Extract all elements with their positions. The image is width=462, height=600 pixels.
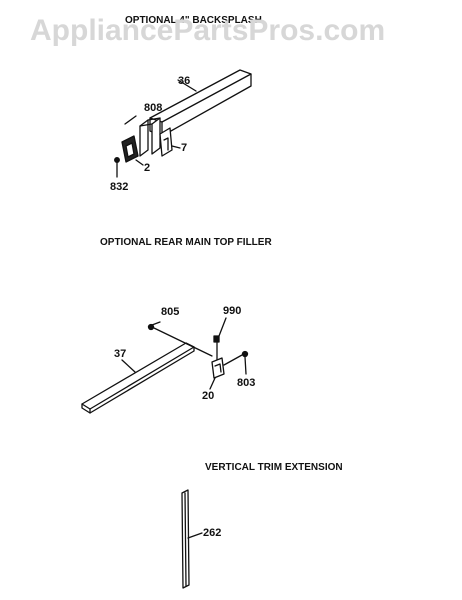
filler-bar-37 bbox=[81, 342, 195, 414]
screw-805 bbox=[147, 323, 213, 357]
label-2: 2 bbox=[144, 162, 150, 174]
bracket-808 bbox=[139, 117, 161, 157]
label-7: 7 bbox=[181, 142, 187, 154]
leader-2 bbox=[135, 159, 144, 166]
label-808: 808 bbox=[144, 102, 162, 114]
leader-36 bbox=[177, 79, 197, 92]
leader-7 bbox=[171, 145, 181, 149]
backsplash-title: OPTIONAL 4" BACKSPLASH bbox=[125, 15, 262, 26]
screw-832 bbox=[114, 157, 120, 178]
label-36: 36 bbox=[178, 75, 190, 87]
part-2 bbox=[121, 135, 139, 163]
trim-title: VERTICAL TRIM EXTENSION bbox=[205, 462, 343, 473]
leader-37 bbox=[121, 359, 136, 373]
label-803: 803 bbox=[237, 377, 255, 389]
label-990: 990 bbox=[223, 305, 241, 317]
clip-7 bbox=[159, 127, 173, 157]
label-262: 262 bbox=[203, 527, 221, 539]
leader-20 bbox=[209, 377, 216, 390]
bracket-20 bbox=[211, 357, 225, 379]
leader-805 bbox=[151, 321, 161, 326]
label-20: 20 bbox=[202, 390, 214, 402]
leader-990 bbox=[218, 317, 227, 337]
label-832: 832 bbox=[110, 181, 128, 193]
watermark: AppliancePartsPros.com bbox=[30, 14, 386, 47]
label-37: 37 bbox=[114, 348, 126, 360]
leader-262 bbox=[187, 532, 203, 539]
rear-filler-title: OPTIONAL REAR MAIN TOP FILLER bbox=[100, 237, 272, 248]
backsplash-panel bbox=[149, 69, 252, 137]
label-805: 805 bbox=[161, 306, 179, 318]
leader-803 bbox=[244, 356, 247, 375]
screw-803 bbox=[223, 350, 249, 366]
leader-808 bbox=[124, 115, 137, 125]
screw-990 bbox=[213, 335, 220, 361]
trim-extension-262 bbox=[181, 489, 190, 589]
